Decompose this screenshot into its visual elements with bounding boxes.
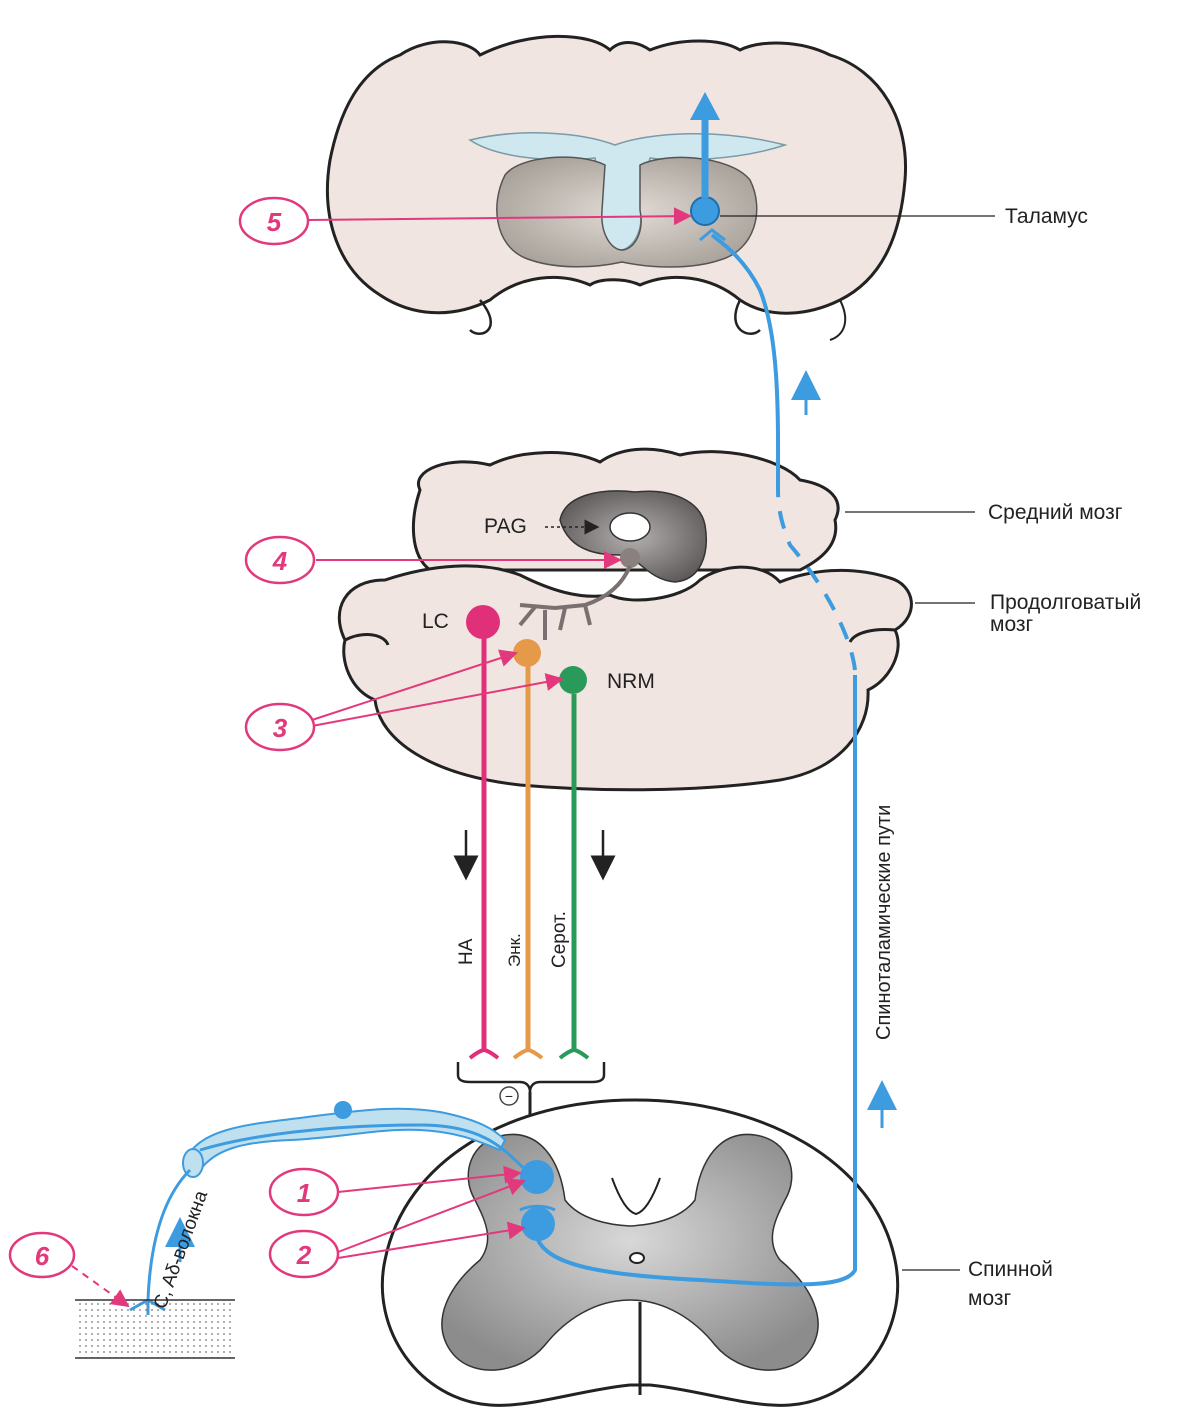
marker-2-label: 2: [296, 1240, 312, 1270]
label-serot: Серот.: [549, 911, 570, 968]
number-markers: 5 4 3 1 2 6: [10, 198, 338, 1277]
label-spinal-line2: мозг: [968, 1287, 1012, 1310]
label-fibers: C, Aδ-волокна: [150, 1188, 212, 1312]
dorsal-horn-neuron-lower: [521, 1207, 555, 1241]
label-pag: PAG: [484, 515, 527, 538]
marker-5-label: 5: [267, 207, 282, 237]
label-medulla-line1: Продолговатый: [990, 591, 1141, 614]
label-thalamus: Таламус: [1005, 205, 1088, 228]
aqueduct: [610, 513, 650, 541]
dorsal-horn-neuron-upper: [520, 1160, 554, 1194]
spinal-cord-section: [382, 1100, 897, 1405]
marker-6-label: 6: [35, 1241, 50, 1271]
marker-1-label: 1: [297, 1178, 311, 1208]
label-na: НА: [456, 938, 477, 965]
inhibition-sign-label: −: [505, 1088, 513, 1104]
brain-section: [327, 36, 905, 340]
thalamus-neuron: [691, 197, 719, 225]
skin-patch: [75, 1300, 235, 1358]
label-medulla-line2: мозг: [990, 613, 1034, 636]
dorsal-root-ganglion-cell: [334, 1101, 352, 1119]
convergence-bracket: [458, 1062, 604, 1092]
lc-neuron: [466, 605, 500, 639]
label-lc: LC: [422, 610, 449, 633]
marker-3-label: 3: [273, 713, 288, 743]
central-canal: [630, 1253, 644, 1263]
label-midbrain: Средний мозг: [988, 501, 1123, 524]
label-spinal-line1: Спинной: [968, 1258, 1053, 1281]
label-enk: Энк.: [505, 933, 524, 967]
nrm-neuron: [559, 666, 587, 694]
enk-neuron: [513, 639, 541, 667]
label-nrm: NRM: [607, 670, 655, 693]
pag-neuron: [620, 548, 640, 568]
label-spinothalamic: Спиноталамические пути: [873, 805, 895, 1040]
marker-4-label: 4: [272, 546, 288, 576]
